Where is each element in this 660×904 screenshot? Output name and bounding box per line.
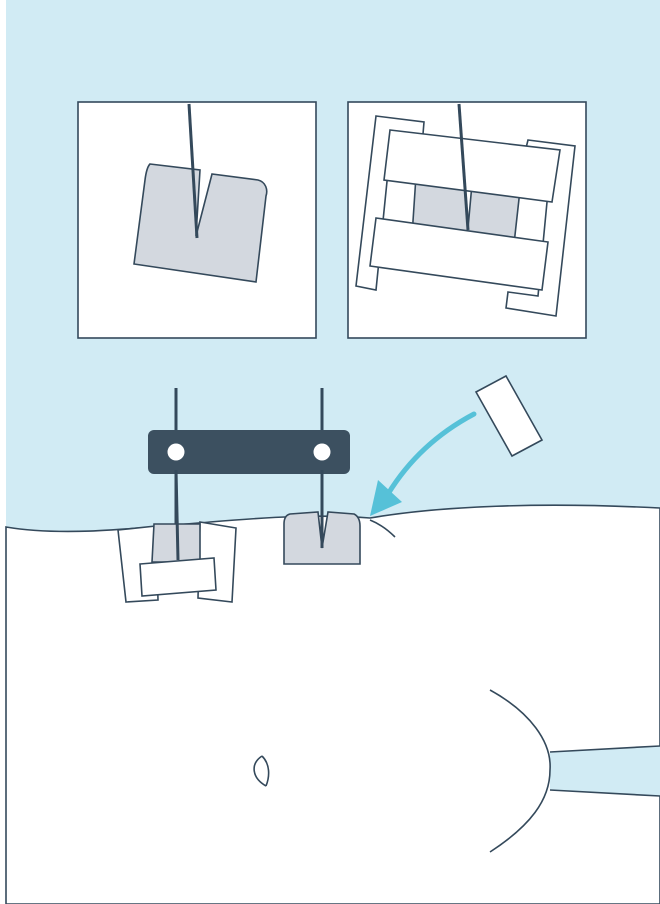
clamp-bar	[148, 430, 350, 474]
curved-arrow-head	[370, 480, 402, 516]
curved-arrow-shaft	[385, 411, 477, 497]
right-embedded-block	[283, 470, 361, 565]
lower-right-gap	[550, 746, 660, 796]
bolster-bottom	[369, 217, 549, 291]
body-surface	[5, 504, 660, 904]
needle-icon	[457, 103, 470, 231]
tissue-block	[133, 163, 268, 283]
needle-icon	[187, 103, 199, 239]
left-margin-strip	[0, 0, 6, 904]
pin-dot-icon	[167, 443, 185, 461]
pin-dot-icon	[313, 443, 331, 461]
bolster-pad	[474, 374, 544, 458]
bolster-top	[383, 129, 561, 203]
curved-arrow-icon	[370, 411, 477, 516]
lower-right-gap-edge-bottom	[549, 789, 660, 797]
inset-block-with-bolsters	[347, 101, 587, 339]
clamp-bar-assembly	[148, 388, 350, 540]
left-embedded-block	[117, 469, 237, 603]
bolster-bottom	[139, 557, 217, 597]
lower-right-gap-edge-top	[549, 745, 660, 753]
tissue-block	[283, 511, 361, 565]
skin-flap-line	[369, 519, 396, 538]
body-contour-curve	[489, 689, 551, 853]
needle-icon	[174, 469, 180, 561]
inset-single-block-with-needle	[77, 101, 317, 339]
inset-frame	[77, 101, 317, 339]
navel-mark	[253, 755, 270, 787]
